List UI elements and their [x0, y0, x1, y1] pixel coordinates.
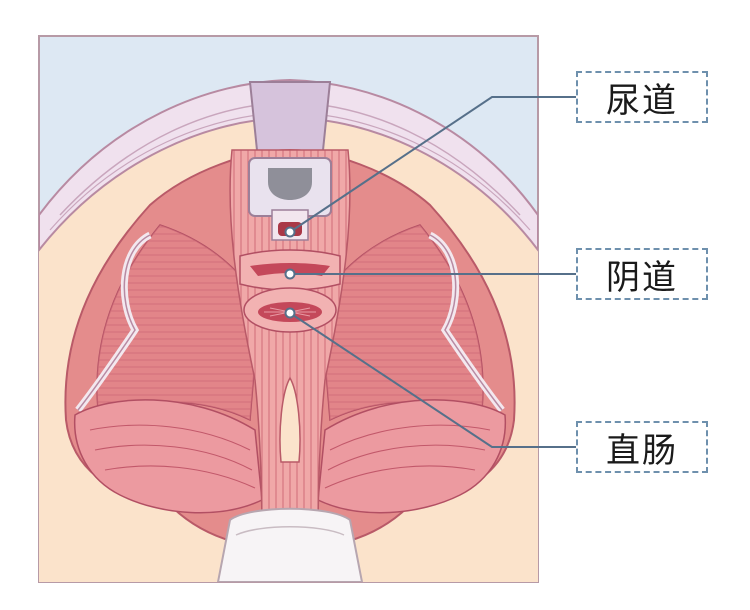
urethra-dark-arc [268, 168, 312, 200]
coccyx [216, 507, 364, 582]
urethra-label: 尿道 [576, 71, 708, 123]
rectum-leader-line [289, 312, 576, 448]
pubic-symphysis [248, 81, 332, 161]
rectum-label: 直肠 [576, 421, 708, 473]
lower-lobe-right [317, 399, 507, 514]
vagina-label: 阴道 [576, 248, 708, 300]
anococcygeal-slit [279, 376, 301, 463]
rectum-marker [284, 307, 296, 319]
pubic-arch-band [39, 78, 538, 252]
urethra-marker [284, 226, 296, 238]
lower-lobe-left [73, 399, 263, 514]
urethra-leader-line [289, 96, 576, 233]
vagina-marker [284, 268, 296, 280]
